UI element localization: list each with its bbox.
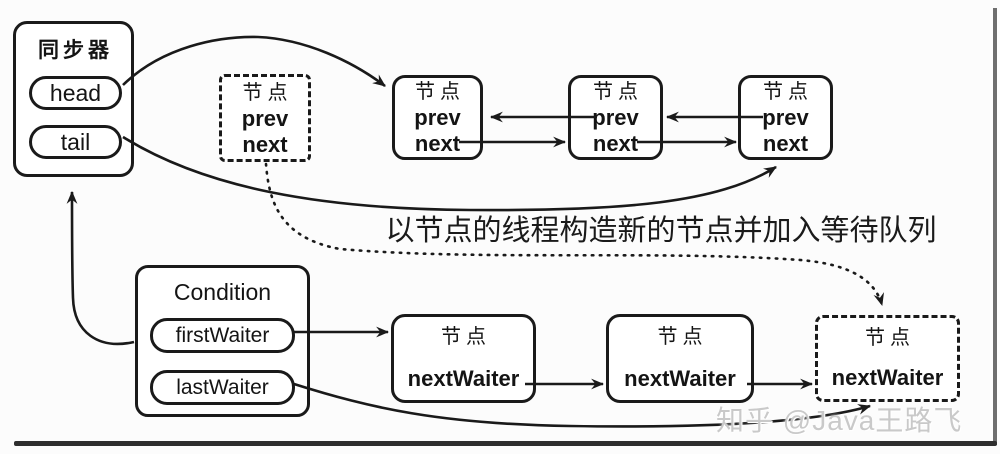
tail-field: tail [29, 125, 122, 159]
annotation-text: 以节点的线程构造新的节点并加入等待队列 [385, 215, 937, 247]
node-title: 节点 [415, 81, 465, 103]
lastwaiter-field: lastWaiter [150, 370, 295, 405]
prev-field: prev [592, 105, 639, 130]
pending-node-box: 节点 prev next [219, 74, 311, 162]
watermark-text: 知乎 @Java王路飞 [716, 405, 963, 436]
condition-title: Condition [173, 279, 272, 305]
node-title: 节点 [657, 326, 708, 348]
wait-queue-node-1: 节点 nextWaiter [391, 314, 536, 403]
node-title: 节点 [242, 81, 293, 104]
sync-queue-node-3: 节点 prev next [738, 75, 833, 160]
nextwaiter-field: nextWaiter [624, 366, 736, 391]
prev-field: prev [241, 105, 289, 131]
prev-field: prev [414, 105, 461, 130]
next-field: next [414, 131, 461, 156]
wait-queue-node-3-pending: 节点 nextWaiter [815, 315, 960, 402]
wait-queue-node-2: 节点 nextWaiter [606, 314, 754, 403]
condition-box: Condition firstWaiter lastWaiter [135, 265, 310, 417]
frame-border-right [993, 8, 997, 445]
nextwaiter-field: nextWaiter [407, 366, 520, 391]
next-field: next [592, 131, 639, 156]
nextwaiter-field: nextWaiter [831, 365, 944, 390]
node-title: 节点 [593, 81, 643, 103]
synchronizer-box: 同步器 head tail [13, 21, 134, 177]
prev-field: prev [762, 105, 809, 130]
node-title: 节点 [441, 326, 491, 348]
arrow-condition-to-synchronizer [66, 190, 135, 346]
node-title: 节点 [763, 81, 813, 103]
firstwaiter-field: firstWaiter [150, 318, 295, 353]
next-field: next [242, 131, 288, 157]
sync-queue-node-1: 节点 prev next [392, 75, 483, 160]
node-title: 节点 [865, 327, 915, 349]
frame-border-bottom [14, 441, 997, 446]
synchronizer-title: 同步器 [38, 39, 113, 62]
next-field: next [762, 131, 809, 156]
sync-queue-node-2: 节点 prev next [568, 75, 663, 160]
head-field: head [29, 76, 122, 110]
